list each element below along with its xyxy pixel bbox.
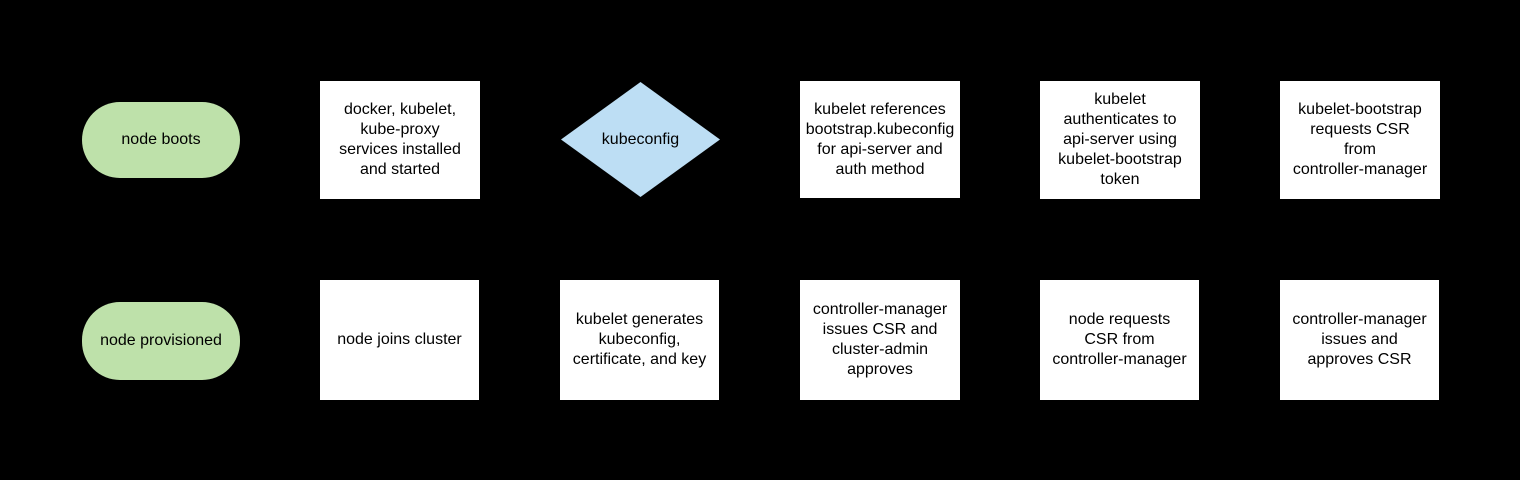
terminal-node-provisioned-label: node provisioned xyxy=(100,332,222,349)
process-node-requests-csr: node requests CSR from controller-manage… xyxy=(1040,280,1199,400)
process-node-requests-csr-label: node requests CSR from controller-manage… xyxy=(1052,311,1187,368)
process-bootstrap-requests-csr: kubelet-bootstrap requests CSR from cont… xyxy=(1280,81,1440,199)
process-node-joins-cluster: node joins cluster xyxy=(320,280,479,400)
process-services-installed: docker, kubelet, kube-proxy services ins… xyxy=(320,81,480,199)
terminal-node-boots-label: node boots xyxy=(121,131,201,148)
decision-kubeconfig: kubeconfig xyxy=(561,82,720,197)
process-kubelet-references-label: kubelet references bootstrap.kubeconfig … xyxy=(805,100,955,178)
terminal-node-provisioned: node provisioned xyxy=(82,302,240,380)
process-kubelet-references: kubelet references bootstrap.kubeconfig … xyxy=(800,81,960,198)
process-node-joins-cluster-label: node joins cluster xyxy=(337,331,462,348)
process-bootstrap-requests-csr-label: kubelet-bootstrap requests CSR from cont… xyxy=(1292,101,1428,178)
process-cm-issues-and-approves-csr: controller-manager issues and approves C… xyxy=(1280,280,1439,400)
terminal-node-boots: node boots xyxy=(82,102,240,178)
process-cm-issues-and-approves-csr-label: controller-manager issues and approves C… xyxy=(1292,311,1427,368)
process-kubelet-authenticates: kubelet authenticates to api-server usin… xyxy=(1040,81,1200,199)
process-services-installed-label: docker, kubelet, kube-proxy services ins… xyxy=(339,101,461,178)
process-cm-issues-csr-admin-approves-label: controller-manager issues CSR and cluste… xyxy=(812,301,948,378)
process-kubelet-authenticates-label: kubelet authenticates to api-server usin… xyxy=(1058,91,1182,188)
process-kubelet-generates-label: kubelet generates kubeconfig, certificat… xyxy=(572,311,707,368)
process-kubelet-generates: kubelet generates kubeconfig, certificat… xyxy=(560,280,719,400)
decision-kubeconfig-label: kubeconfig xyxy=(601,130,680,148)
process-cm-issues-csr-admin-approves: controller-manager issues CSR and cluste… xyxy=(800,280,960,400)
